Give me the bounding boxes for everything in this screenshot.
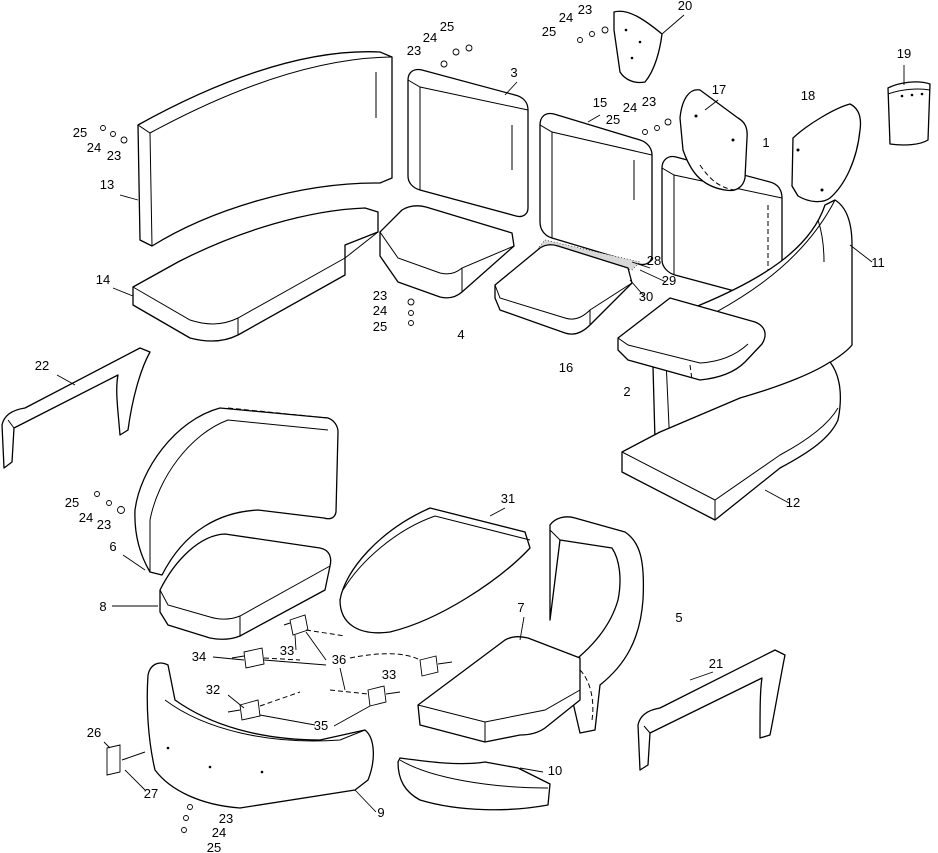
part-label: 35 <box>314 718 328 733</box>
part-3-backrest-pad <box>407 68 529 218</box>
part-label: 15 <box>593 95 607 110</box>
part-label: 33 <box>280 643 294 658</box>
part-8-seat-cushion <box>159 533 332 640</box>
part-19-trim-panel <box>887 81 931 146</box>
part-label: 23 <box>219 811 233 826</box>
part-label: 8 <box>99 599 106 614</box>
part-9-curved-bench <box>146 662 374 809</box>
part-label: 24 <box>87 140 101 155</box>
part-label: 28 <box>647 253 661 268</box>
part-label: 36 <box>332 652 346 667</box>
part-label: 33 <box>382 667 396 682</box>
part-14-l-seat-cushion <box>132 207 379 342</box>
part-18-side-panel <box>791 103 862 203</box>
part-label: 14 <box>96 272 110 287</box>
part-label: 24 <box>373 303 387 318</box>
part-label: 21 <box>709 656 723 671</box>
part-13-curved-backrest <box>137 51 393 247</box>
part-label: 10 <box>548 763 562 778</box>
part-17-side-panel <box>679 89 748 192</box>
part-label: 23 <box>107 148 121 163</box>
part-label: 24 <box>212 825 226 840</box>
leader-lines <box>56 14 905 813</box>
part-label: 17 <box>712 82 726 97</box>
part-label: 24 <box>559 10 573 25</box>
part-16-square-seat <box>494 244 633 335</box>
part-label: 4 <box>457 327 464 342</box>
part-6-seat-back <box>134 407 339 576</box>
part-label: 9 <box>377 805 384 820</box>
part-label: 25 <box>65 495 79 510</box>
part-10-curved-pad <box>397 757 551 811</box>
part-label: 29 <box>662 273 676 288</box>
part-20-trim-panel <box>613 10 663 84</box>
part-label: 23 <box>373 288 387 303</box>
part-label: 13 <box>100 177 114 192</box>
part-22-armrest <box>1 347 151 469</box>
part-label: 2 <box>623 384 630 399</box>
part-label: 24 <box>423 30 437 45</box>
part-label: 19 <box>897 46 911 61</box>
part-label: 25 <box>440 19 454 34</box>
part-label: 5 <box>675 610 682 625</box>
part-12-curved-seat <box>621 361 841 521</box>
part-label: 7 <box>517 600 524 615</box>
hardware-fasteners <box>94 26 672 833</box>
part-7-seat <box>417 636 581 743</box>
part-label: 1 <box>762 135 769 150</box>
part-label: 25 <box>373 319 387 334</box>
part-label: 25 <box>606 112 620 127</box>
part-label: 26 <box>87 725 101 740</box>
part-label: 16 <box>559 360 573 375</box>
part-label: 25 <box>73 125 87 140</box>
hardware-brackets <box>227 614 453 721</box>
part-label: 20 <box>678 0 692 13</box>
part-label: 3 <box>510 65 517 80</box>
part-label: 31 <box>501 491 515 506</box>
part-4-trapezoid-seat <box>379 205 515 299</box>
part-2-wedge-seat <box>617 297 766 381</box>
part-label: 23 <box>407 43 421 58</box>
part-label: 23 <box>642 94 656 109</box>
part-label: 27 <box>144 786 158 801</box>
part-label: 18 <box>801 88 815 103</box>
part-label: 24 <box>79 510 93 525</box>
part-21-armrest <box>637 649 786 771</box>
part-label: 30 <box>639 289 653 304</box>
part-label: 25 <box>207 840 221 853</box>
part-label: 24 <box>623 100 637 115</box>
part-label: 23 <box>97 517 111 532</box>
part-label: 6 <box>109 539 116 554</box>
part-label: 11 <box>871 255 885 270</box>
part-label: 25 <box>542 24 556 39</box>
part-label: 12 <box>786 495 800 510</box>
part-label: 22 <box>35 358 49 373</box>
part-label: 32 <box>206 682 220 697</box>
part-15-middle-backrest <box>539 112 653 266</box>
part-label: 23 <box>578 2 592 17</box>
part-label: 34 <box>192 649 206 664</box>
part-31-oval-cushion <box>339 507 531 634</box>
